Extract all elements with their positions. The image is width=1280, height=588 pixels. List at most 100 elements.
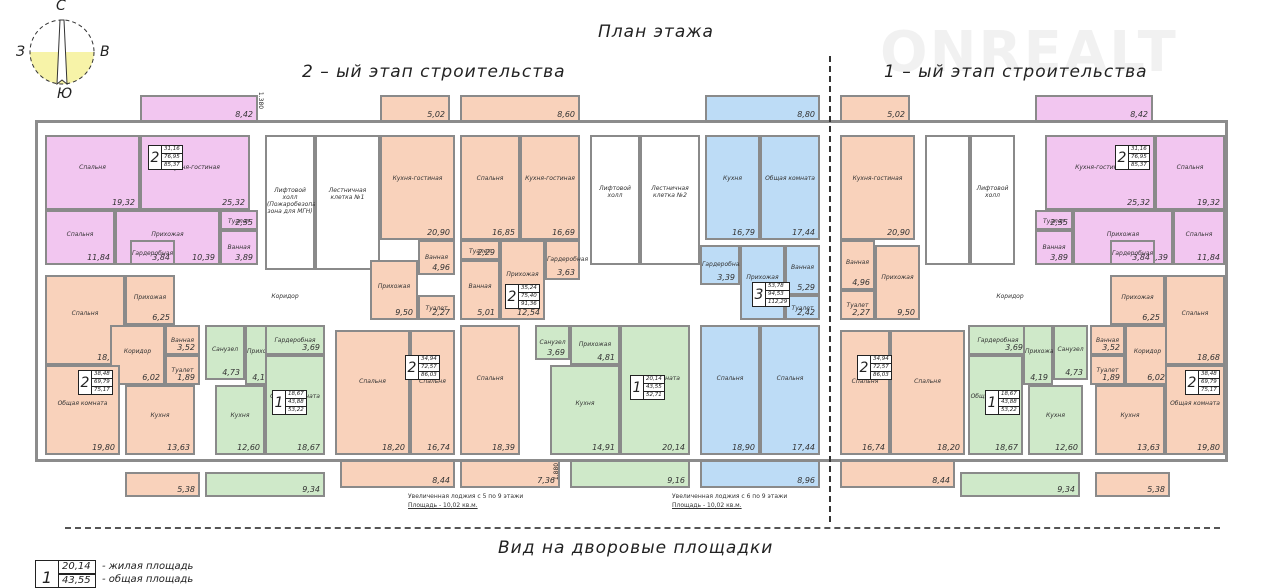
room-area: 2,29: [477, 248, 495, 257]
room-area: 9,50: [395, 308, 413, 317]
room-name: Прихожая: [746, 273, 779, 281]
room-name: Лестничная клетка №1: [328, 186, 367, 201]
room-area: 11,84: [87, 253, 110, 262]
room-name: Кухня: [723, 175, 742, 183]
legend-living-area: 20,14: [59, 560, 96, 574]
apartment-area-value: 86,03: [873, 372, 889, 378]
room-area: 16,79: [732, 228, 755, 237]
balcony: 5,02: [380, 95, 450, 122]
room-name: Лестничная клетка №2: [651, 184, 689, 199]
room-area: 20,14: [662, 443, 685, 452]
room-name: Спальня: [476, 175, 504, 183]
apartment-area-value: 85,37: [1131, 162, 1147, 168]
balcony: 8,42: [1035, 95, 1153, 122]
apartment-area-value: 91,36: [521, 301, 537, 307]
room-name: Туалет: [791, 304, 814, 312]
apartment-room-count: 2: [506, 285, 519, 308]
room-area: 17,44: [792, 443, 815, 452]
room-area: 25,32: [1127, 198, 1150, 207]
room-name: Коридор: [271, 293, 299, 301]
balcony: 5,02: [840, 95, 910, 122]
stage-divider: [829, 56, 831, 522]
room-name: Ванная: [1042, 243, 1066, 251]
room-area: 3,52: [177, 343, 195, 352]
loggia-note-2: Увеличенная лоджия с 6 по 9 этажи Площад…: [672, 492, 787, 510]
room-area: 20,90: [887, 228, 910, 237]
balcony: 5,38: [125, 472, 200, 497]
apartment-room-count: 2: [79, 371, 92, 394]
room-area: 7,36: [537, 476, 555, 485]
room-area: 6,02: [142, 373, 160, 382]
room-area: 12,60: [1055, 443, 1078, 452]
room-area: 8,80: [797, 110, 815, 119]
room-area: 1,89: [177, 373, 195, 382]
room-area: 9,34: [302, 485, 320, 494]
room-name: Лифтовой холл: [976, 184, 1009, 199]
room-area: 2,35: [235, 218, 253, 227]
apartment-area-value: 53,22: [288, 407, 304, 413]
room-area: 14,91: [592, 443, 615, 452]
room-name: Ванная: [791, 264, 814, 272]
room-area: 18,20: [937, 443, 960, 452]
room-name: Спальня: [914, 377, 941, 385]
apartment-area-value: 35,24: [519, 285, 539, 293]
room-name: Прихожая: [247, 348, 280, 356]
balcony: 9,34: [205, 472, 325, 497]
room: Спальня 17,44: [760, 325, 820, 455]
apartment-room-count: 2: [1186, 371, 1199, 394]
room-name: Спальня: [71, 309, 99, 317]
room-name: Общая комната: [765, 175, 815, 183]
room-area: 4,96: [852, 278, 870, 287]
legend-total-label: - общая площадь: [102, 574, 194, 585]
room-name: Санузел: [1057, 346, 1084, 354]
room-area: 5,01: [477, 308, 495, 317]
room-area: 19,80: [1197, 443, 1220, 452]
room-name: Гардеробная: [132, 249, 174, 257]
room-name: Туалет: [228, 218, 250, 226]
room-name: Спальня: [776, 374, 804, 382]
apartment-area-value: 75,17: [1201, 387, 1217, 393]
room: [925, 135, 970, 265]
balcony: 8,80: [705, 95, 820, 122]
room-name: Гардеробная: [274, 336, 316, 344]
apartment-area-value: 76,95: [162, 154, 182, 162]
apartment-room-count: 1: [986, 391, 999, 414]
room-name: Кухня: [150, 412, 170, 420]
room-name: Туалет: [846, 301, 869, 309]
room-area: 13,63: [167, 443, 190, 452]
apartment-area-value: 43,88: [286, 399, 306, 407]
room-name: Прихожая: [377, 283, 411, 291]
room-area: 8,60: [557, 110, 575, 119]
room-name: Кухня: [1120, 412, 1140, 420]
room-name: Кухня-гостиная: [852, 175, 903, 183]
apartment-area-value: 75,40: [519, 293, 539, 301]
room-name: Спальня: [359, 377, 386, 385]
room-name: Санузел: [211, 346, 239, 354]
room: Прихожая 9,50: [370, 260, 418, 320]
room-area: 5,29: [797, 283, 815, 292]
room-area: 12,60: [237, 443, 260, 452]
room: Спальня 18,20: [890, 330, 965, 455]
room: Кухня 16,79: [705, 135, 760, 240]
